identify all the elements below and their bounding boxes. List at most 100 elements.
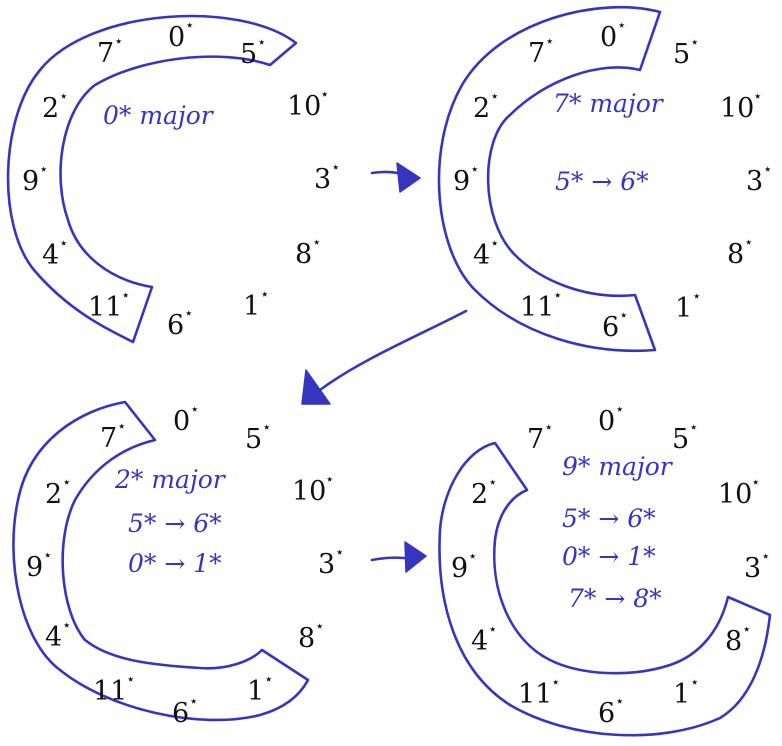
number-label: 2: [471, 479, 488, 510]
arrow-top-left-to-top-right: [370, 162, 421, 193]
note-move: 0* → 1*: [562, 542, 656, 571]
star-mark: ⋆: [761, 547, 770, 565]
number-6: 6⋆: [167, 304, 193, 341]
number-label: 7: [528, 38, 545, 69]
number-6: 6⋆: [172, 692, 198, 729]
star-mark: ⋆: [185, 16, 194, 34]
star-mark: ⋆: [617, 16, 626, 34]
number-11: 11⋆: [93, 670, 135, 707]
number-5: 5⋆: [673, 33, 699, 70]
number-1: 1⋆: [247, 670, 273, 707]
number-0: 0⋆: [173, 400, 199, 437]
number-label: 4: [471, 626, 488, 657]
number-label: 9: [453, 166, 470, 197]
number-7: 7⋆: [528, 32, 554, 69]
star-mark: ⋆: [490, 234, 499, 252]
number-11: 11⋆: [518, 673, 560, 710]
number-label: 1: [675, 293, 692, 324]
number-label: 9: [26, 552, 43, 583]
star-mark: ⋆: [751, 473, 760, 491]
star-mark: ⋆: [545, 32, 554, 50]
star-mark: ⋆: [689, 418, 698, 436]
star-mark: ⋆: [121, 286, 130, 304]
number-label: 1: [247, 676, 264, 707]
star-mark: ⋆: [43, 546, 52, 564]
star-mark: ⋆: [62, 616, 71, 634]
star-mark: ⋆: [184, 304, 193, 322]
number-4: 4⋆: [473, 234, 499, 271]
number-label: 0: [598, 406, 615, 437]
arrow-top-right-to-bottom-left: [301, 309, 468, 405]
star-mark: ⋆: [39, 160, 48, 178]
highlight-band: [12, 400, 310, 722]
star-mark: ⋆: [312, 233, 321, 251]
number-3: 3⋆: [318, 543, 344, 580]
number-label: 0: [173, 406, 190, 437]
number-label: 5: [673, 39, 690, 70]
arrow-bottom-left-to-bottom-right: [370, 541, 427, 573]
number-7: 7⋆: [100, 417, 126, 454]
panel-bottom-left: 0⋆ 5⋆ 10⋆ 3⋆ 8⋆ 1⋆ 6⋆ 11⋆ 4⋆ 9⋆ 2⋆ 7⋆ 2*…: [12, 400, 344, 729]
number-9: 9⋆: [453, 160, 479, 197]
number-1: 1⋆: [243, 285, 269, 322]
number-label: 9: [22, 166, 39, 197]
highlight-band: [438, 441, 772, 737]
star-mark: ⋆: [690, 33, 699, 51]
arrow-shaft: [318, 309, 468, 392]
note-major: 2* major: [114, 465, 227, 494]
star-mark: ⋆: [126, 670, 135, 688]
note-major: 0* major: [103, 101, 215, 130]
number-label: 8: [295, 239, 312, 270]
star-mark: ⋆: [753, 87, 762, 105]
number-label: 7: [100, 423, 117, 454]
number-label: 10: [718, 479, 752, 510]
note-major: 9* major: [562, 452, 674, 481]
number-label: 2: [45, 479, 62, 510]
star-mark: ⋆: [470, 160, 479, 178]
star-mark: ⋆: [117, 417, 126, 435]
star-mark: ⋆: [763, 160, 772, 178]
note-move: 5* → 6*: [562, 504, 656, 533]
star-mark: ⋆: [264, 670, 273, 688]
number-10: 10⋆: [287, 85, 329, 122]
number-label: 5: [240, 39, 257, 70]
number-11: 11⋆: [88, 286, 130, 323]
number-10: 10⋆: [718, 473, 760, 510]
number-label: 3: [744, 553, 761, 584]
number-9: 9⋆: [22, 160, 48, 197]
highlight-band: [6, 14, 298, 344]
number-10: 10⋆: [720, 87, 762, 124]
number-3: 3⋆: [746, 160, 772, 197]
number-label: 1: [673, 679, 690, 710]
number-9: 9⋆: [451, 547, 477, 584]
star-mark: ⋆: [551, 673, 560, 691]
number-3: 3⋆: [314, 158, 340, 195]
note-move: 5* → 6*: [555, 167, 649, 196]
number-8: 8⋆: [295, 233, 321, 270]
number-label: 4: [45, 622, 62, 653]
note-major: 7* major: [553, 89, 665, 118]
number-4: 4⋆: [471, 620, 497, 657]
number-8: 8⋆: [727, 233, 753, 270]
number-4: 4⋆: [42, 234, 68, 271]
number-1: 1⋆: [675, 287, 701, 324]
number-2: 2⋆: [473, 87, 499, 124]
arrow-head-icon: [301, 369, 331, 405]
number-label: 10: [292, 476, 326, 507]
number-5: 5⋆: [245, 418, 271, 455]
star-mark: ⋆: [468, 547, 477, 565]
number-label: 3: [318, 549, 335, 580]
panel-top-left: 0⋆ 5⋆ 10⋆ 3⋆ 8⋆ 1⋆ 6⋆ 11⋆ 4⋆ 9⋆ 2⋆ 7⋆ 0*…: [6, 14, 340, 344]
number-label: 7: [97, 38, 114, 69]
number-11: 11⋆: [520, 286, 562, 323]
number-label: 1: [243, 291, 260, 322]
number-7: 7⋆: [527, 418, 553, 455]
star-mark: ⋆: [325, 470, 334, 488]
star-mark: ⋆: [59, 234, 68, 252]
number-label: 11: [520, 292, 554, 323]
number-label: 6: [602, 312, 619, 343]
number-6: 6⋆: [602, 306, 628, 343]
panel-top-right: 0⋆ 5⋆ 10⋆ 3⋆ 8⋆ 1⋆ 6⋆ 11⋆ 4⋆ 9⋆ 2⋆ 7⋆ 7*…: [437, 5, 772, 352]
star-mark: ⋆: [744, 233, 753, 251]
